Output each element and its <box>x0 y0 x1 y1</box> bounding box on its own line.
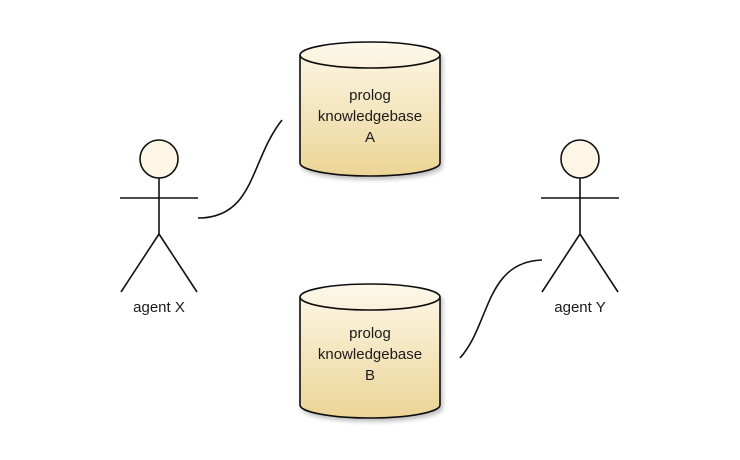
agent-x-figure[interactable] <box>120 139 198 293</box>
agent-x-label: agent X <box>133 299 185 316</box>
knowledgebase-a-line1: prolog <box>349 87 391 104</box>
agent-y-head <box>560 139 600 179</box>
knowledgebase-a-top-rim <box>299 54 441 69</box>
knowledgebase-b-cylinder[interactable] <box>299 283 441 419</box>
connector-agent-y-to-kb-b <box>459 259 543 359</box>
knowledgebase-a-cylinder[interactable] <box>299 41 441 177</box>
knowledgebase-a-line3: A <box>365 129 375 146</box>
agent-x-right-leg <box>158 233 198 293</box>
agent-x-head <box>139 139 179 179</box>
knowledgebase-b-body <box>299 283 441 419</box>
knowledgebase-b-line1: prolog <box>349 325 391 342</box>
knowledgebase-b-line3: B <box>365 367 375 384</box>
agent-y-figure[interactable] <box>541 139 619 293</box>
knowledgebase-a-body <box>299 41 441 177</box>
knowledgebase-b-top-rim <box>299 296 441 311</box>
agent-y-right-leg <box>579 233 619 293</box>
connector-agent-x-to-kb-a <box>197 119 283 219</box>
agent-y-left-leg <box>541 233 581 293</box>
agent-x-left-leg <box>120 233 160 293</box>
agent-y-label: agent Y <box>554 299 605 316</box>
knowledgebase-b-line2: knowledgebase <box>318 346 422 363</box>
knowledgebase-a-line2: knowledgebase <box>318 108 422 125</box>
